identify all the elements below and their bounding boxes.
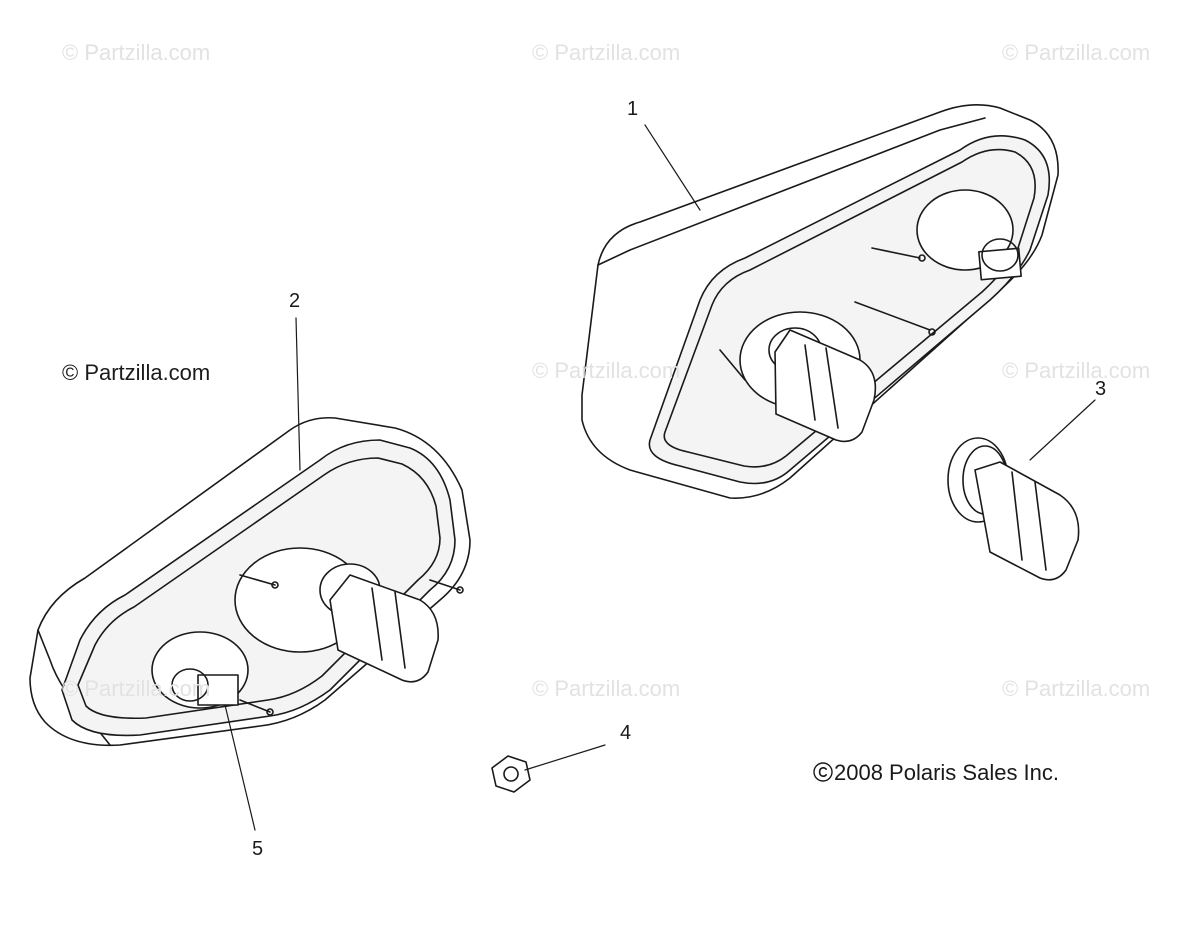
callout-4: 4: [620, 722, 632, 744]
site-mark: © Partzilla.com: [62, 360, 211, 385]
tail-light-housing-right: [581, 104, 1059, 499]
leader-2: [295, 317, 301, 471]
watermark: © Partzilla.com: [532, 40, 681, 65]
copyright-icon: [813, 762, 833, 782]
callout-2: 2: [289, 290, 301, 312]
watermark: © Partzilla.com: [1002, 40, 1151, 65]
leader-4: [524, 744, 606, 771]
copyright-text: 2008 Polaris Sales Inc.: [834, 760, 1060, 785]
callout-5: 5: [252, 838, 264, 860]
watermark: © Partzilla.com: [62, 676, 211, 701]
watermark: © Partzilla.com: [1002, 676, 1151, 701]
watermark: © Partzilla.com: [532, 676, 681, 701]
tail-light-housing-left: [29, 416, 471, 747]
hex-nut: [491, 755, 531, 793]
polaris-copyright: 2008 Polaris Sales Inc.: [812, 760, 1059, 786]
leader-5: [224, 704, 256, 831]
watermark: © Partzilla.com: [62, 40, 211, 65]
watermark: © Partzilla.com: [532, 358, 681, 383]
leader-1: [644, 124, 701, 211]
leader-3: [1029, 399, 1096, 461]
watermark: © Partzilla.com: [1002, 358, 1151, 383]
bulb-socket: [947, 437, 1080, 581]
leader-lines: [224, 124, 1096, 831]
callout-3: 3: [1095, 378, 1107, 400]
callout-1: 1: [627, 98, 639, 120]
